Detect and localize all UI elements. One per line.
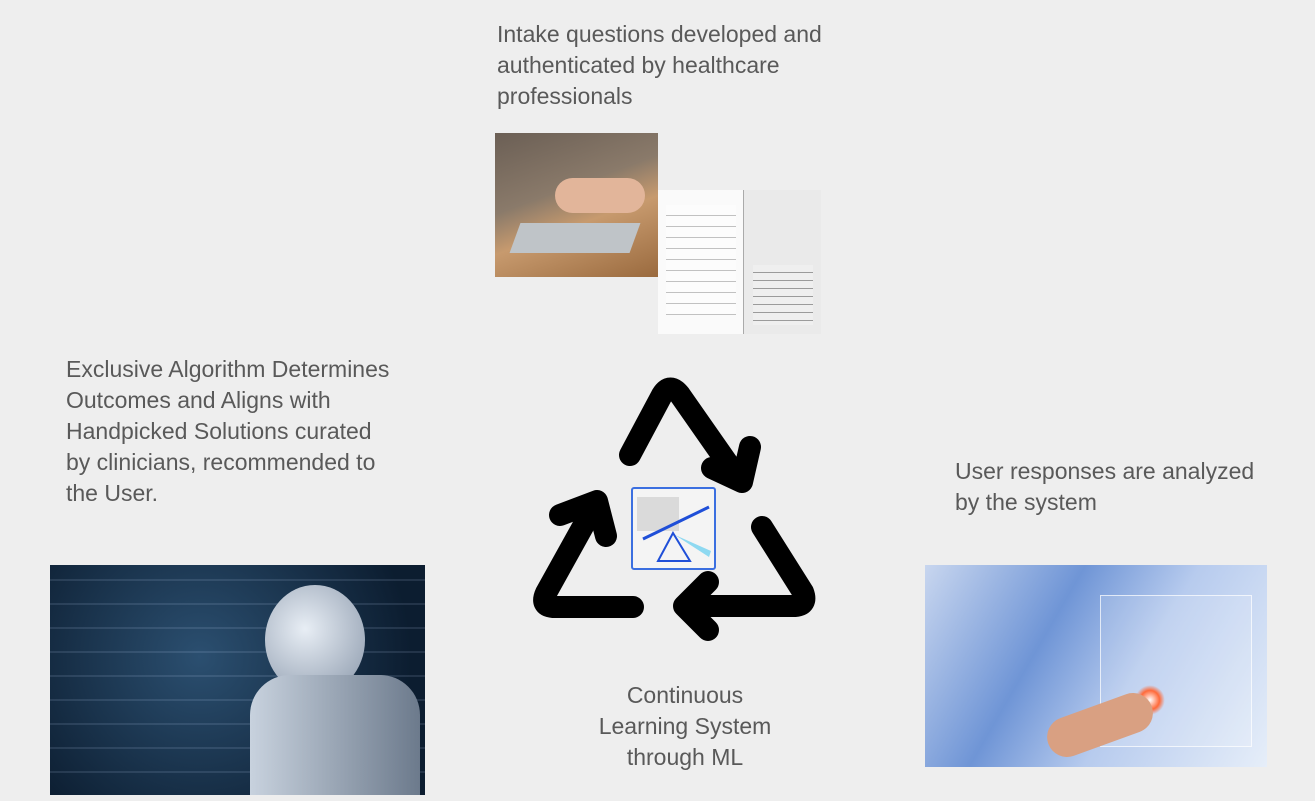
touchscreen-analysis-image [925,565,1267,767]
handwritten-notes-image [658,190,821,334]
algorithm-step-label: Exclusive Algorithm Determines Outcomes … [66,356,390,506]
intake-step-label: Intake questions developed and authentic… [497,21,822,109]
analysis-step-label: User responses are analyzed by the syste… [955,458,1255,515]
recycle-arrows-icon [533,377,816,641]
robot-math-image [50,565,425,795]
balance-scale-logo [631,487,716,570]
learning-step-label: Continuous Learning System through ML [598,682,772,770]
laptop-stethoscope-image [495,133,658,277]
